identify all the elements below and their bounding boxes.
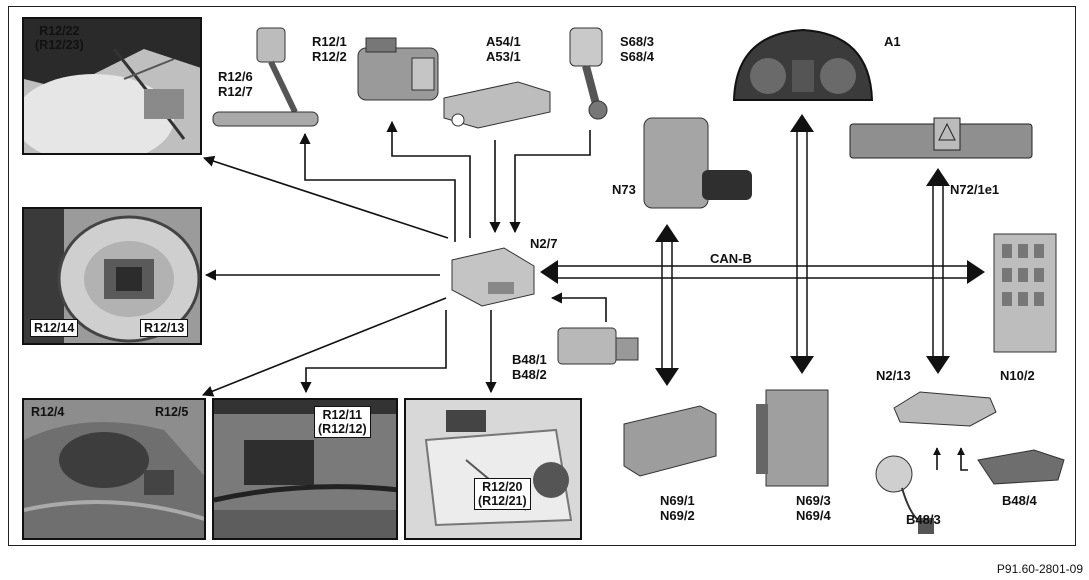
label-n2-13: N2/13	[876, 368, 911, 383]
airbag-control-unit-n2-7	[451, 247, 535, 307]
control-unit-n69-1	[623, 405, 717, 477]
control-unit-n2-13	[893, 391, 997, 427]
line-to-topleft-photo	[202, 155, 449, 239]
line-to-seat-photo	[201, 297, 447, 397]
figure-reference: P91.60-2801-09	[996, 562, 1083, 576]
line-to-r12-6	[299, 132, 456, 242]
tag-r12-13: R12/13	[140, 319, 189, 337]
label-b48-3: B48/3	[906, 512, 941, 527]
tag-r12-11: R12/11(R12/12)	[314, 406, 371, 438]
photo-seat-area: R12/4 R12/5	[22, 398, 206, 540]
line-from-b48-4	[957, 447, 968, 471]
label-n72-1e1: N72/1e1	[950, 182, 1000, 197]
tag-r12-22: R12/22(R12/23)	[35, 24, 84, 52]
line-to-door1-photo	[300, 310, 447, 394]
photo-door-panel-2: R12/20(R12/21)	[404, 398, 582, 540]
tag-r12-5: R12/5	[155, 405, 189, 419]
label-n2-7: N2/7	[530, 236, 558, 251]
label-n10-2: N10/2	[1000, 368, 1035, 383]
photo-door-panel-1: R12/11(R12/12)	[212, 398, 398, 540]
photo-steering-wheel: R12/14 R12/13	[22, 207, 202, 345]
ignition-switch-n73	[643, 117, 752, 209]
switch-panel-n72	[849, 117, 1033, 159]
label-n73: N73	[612, 182, 636, 197]
line-from-s68	[509, 130, 591, 234]
can-b-bus	[550, 126, 974, 374]
line-to-r12-1	[386, 120, 471, 238]
sensor-b48-3	[875, 455, 934, 534]
sensor-b48-1	[557, 327, 639, 365]
control-unit-n69-3	[756, 389, 829, 487]
can-b-arrowheads	[540, 114, 985, 386]
label-b48-4: B48/4	[1002, 493, 1037, 508]
gas-generator-r12-1	[357, 37, 439, 101]
belt-tensioner-r12-6	[212, 27, 319, 127]
tag-r12-4: R12/4	[31, 405, 65, 419]
photo-steering-column-top: R12/22(R12/23)	[22, 17, 202, 155]
buckle-switch-s68	[569, 27, 608, 120]
label-a1: A1	[884, 34, 901, 49]
instrument-cluster-a1	[732, 28, 874, 101]
tag-r12-20: R12/20(R12/21)	[474, 478, 531, 510]
tag-r12-14: R12/14	[30, 319, 79, 337]
control-unit-n10-2	[993, 233, 1057, 353]
label-can-b: CAN-B	[710, 251, 752, 266]
airbag-module-a54	[443, 81, 551, 129]
line-from-b48-1	[550, 292, 607, 322]
sensor-b48-4	[977, 449, 1065, 485]
